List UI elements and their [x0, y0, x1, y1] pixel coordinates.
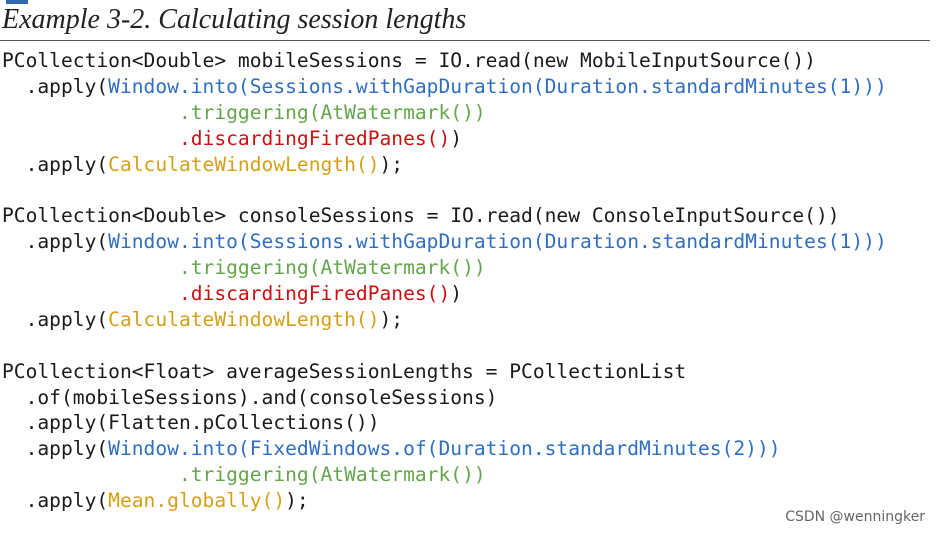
code-token: .apply( — [2, 230, 109, 254]
code-token — [2, 256, 179, 279]
code-line: .triggering(AtWatermark()) — [2, 255, 887, 281]
code-token: Window.into(Sessions.withGapDuration(Dur… — [108, 230, 887, 254]
code-line: .of(mobileSessions).and(consoleSessions) — [2, 385, 887, 411]
code-token: CalculateWindowLength() — [108, 152, 380, 176]
code-line: .apply(Window.into(FixedWindows.of(Durat… — [2, 436, 887, 462]
code-block: PCollection<Double> mobileSessions = IO.… — [2, 48, 887, 514]
code-token: .triggering(AtWatermark()) — [178, 463, 486, 487]
code-line: .discardingFiredPanes()) — [2, 126, 887, 152]
code-token: .apply(Flatten.pCollections()) — [2, 411, 380, 435]
example-heading: Example 3-2. Calculating session lengths — [2, 4, 467, 35]
code-token: PCollection<Float> averageSessionLengths… — [2, 359, 687, 383]
code-token: .apply( — [2, 489, 109, 513]
code-token: .apply( — [2, 307, 109, 331]
code-token: PCollection<Double> consoleSessions = IO… — [2, 204, 840, 228]
watermark: CSDN @wenningker — [785, 509, 925, 525]
heading-divider — [0, 40, 930, 41]
code-token: CalculateWindowLength() — [108, 307, 380, 331]
code-line: PCollection<Double> mobileSessions = IO.… — [2, 48, 887, 74]
code-token: .apply( — [2, 74, 109, 98]
code-line — [2, 177, 887, 203]
code-line: .triggering(AtWatermark()) — [2, 100, 887, 126]
code-token: Mean.globally() — [108, 489, 286, 513]
code-token — [2, 463, 179, 486]
code-line: .discardingFiredPanes()) — [2, 281, 887, 307]
code-line: .apply(CalculateWindowLength()); — [2, 307, 887, 333]
code-token: ); — [285, 489, 309, 513]
code-token: Window.into(FixedWindows.of(Duration.sta… — [108, 437, 781, 461]
code-line: .apply(Window.into(Sessions.withGapDurat… — [2, 74, 887, 100]
code-token: PCollection<Double> mobileSessions = IO.… — [2, 49, 816, 72]
accent-bar — [6, 0, 28, 4]
code-token: .triggering(AtWatermark()) — [178, 256, 486, 280]
code-token: ); — [379, 152, 404, 176]
code-line: .apply(Window.into(Sessions.withGapDurat… — [2, 229, 887, 255]
code-line: PCollection<Double> consoleSessions = IO… — [2, 203, 887, 229]
code-token: ) — [450, 282, 463, 306]
code-token: Window.into(Sessions.withGapDuration(Dur… — [108, 74, 887, 98]
code-line: .apply(Mean.globally()); — [2, 488, 887, 514]
code-token: .discardingFiredPanes() — [178, 126, 451, 150]
code-token: ); — [379, 307, 404, 331]
code-token — [2, 127, 179, 150]
code-token: .discardingFiredPanes() — [178, 282, 451, 306]
code-line: .triggering(AtWatermark()) — [2, 462, 887, 488]
code-token: .of(mobileSessions).and(consoleSessions) — [2, 385, 498, 409]
code-token: .apply( — [2, 152, 109, 176]
code-line: .apply(Flatten.pCollections()) — [2, 410, 887, 436]
code-line: .apply(CalculateWindowLength()); — [2, 152, 887, 178]
code-token — [2, 282, 179, 305]
code-token: .triggering(AtWatermark()) — [178, 100, 486, 124]
code-token — [2, 101, 179, 124]
code-line: PCollection<Float> averageSessionLengths… — [2, 359, 887, 385]
code-token: .apply( — [2, 437, 109, 461]
code-line — [2, 333, 887, 359]
code-token: ) — [450, 126, 463, 150]
